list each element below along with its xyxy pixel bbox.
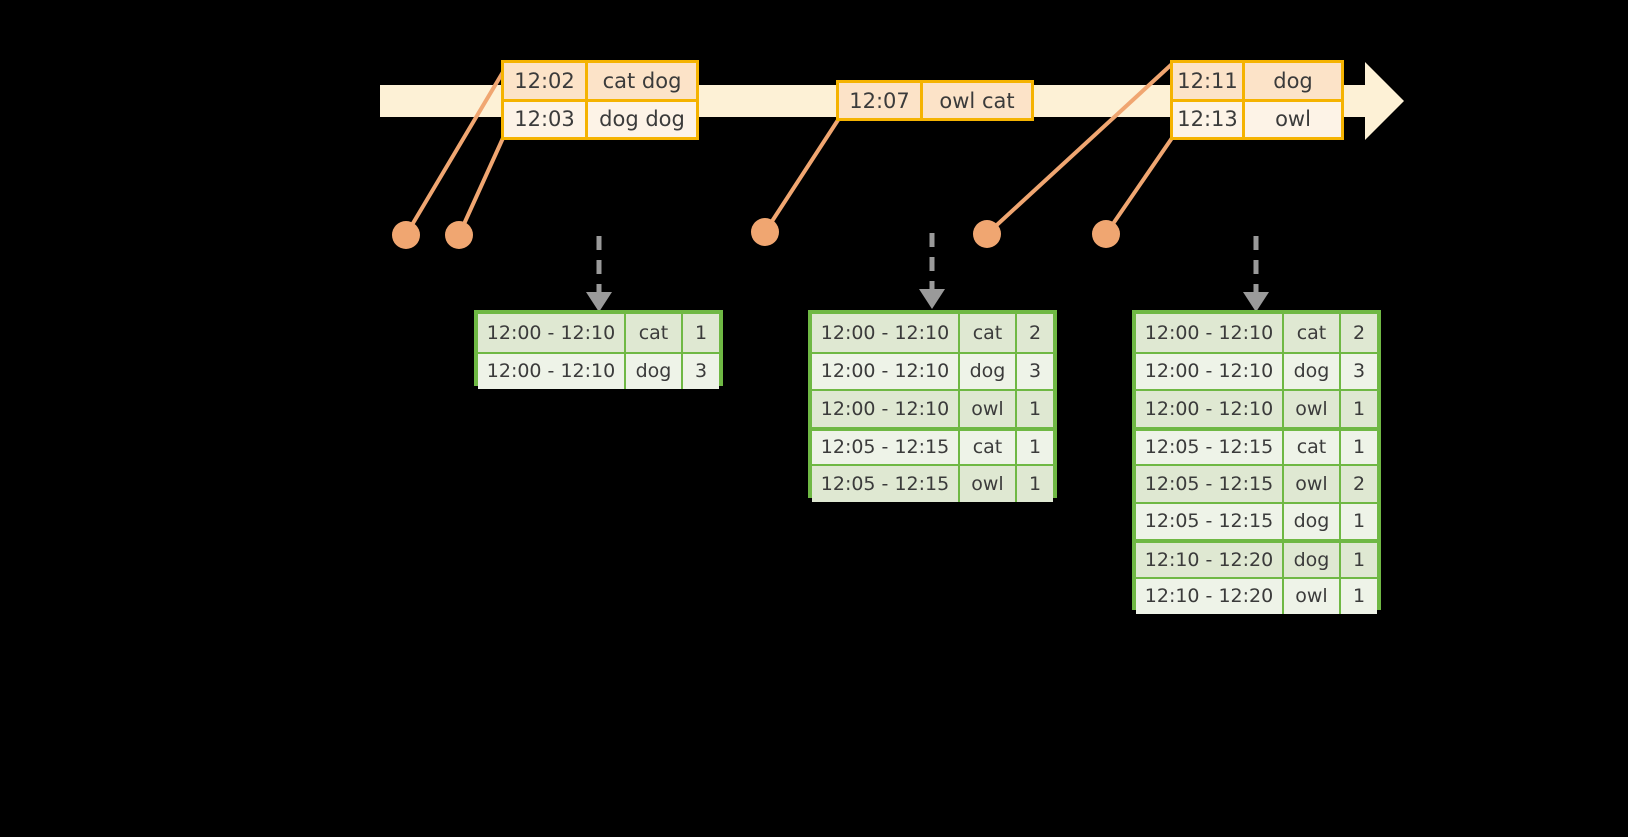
- cell-word: dog: [1284, 353, 1341, 389]
- event-box-2: 12:07 owl cat: [836, 80, 1034, 121]
- cell-window: 12:00 - 12:10: [478, 353, 626, 389]
- cell-count: 2: [1352, 321, 1366, 344]
- cell-count: 1: [1028, 472, 1042, 495]
- table-row: 12:00 - 12:10 owl 1: [1136, 389, 1377, 427]
- cell-word: cat: [626, 314, 683, 352]
- event-words: dog dog: [599, 107, 685, 132]
- table-row: 12:10 - 12:20 dog 1: [1136, 539, 1377, 577]
- cell-count: 1: [1352, 548, 1366, 571]
- cell-count: 2: [1028, 321, 1042, 344]
- table-row: 12:05 - 12:15 cat 1: [1136, 426, 1377, 464]
- event-row: 12:02 cat dog: [504, 63, 696, 99]
- event-dot-4: [973, 220, 1001, 248]
- event-time: 12:03: [504, 101, 588, 137]
- table-row: 12:10 - 12:20 owl 1: [1136, 576, 1377, 614]
- cell-window: 12:00 - 12:10: [812, 353, 960, 389]
- table-row: 12:05 - 12:15 cat 1: [812, 426, 1053, 464]
- cell-word: owl: [1284, 578, 1341, 614]
- table-row: 12:00 - 12:10 dog 3: [1136, 351, 1377, 389]
- cell-window: 12:10 - 12:20: [1136, 543, 1284, 577]
- cell-window: 12:00 - 12:10: [478, 314, 626, 352]
- cell-count: 3: [1028, 360, 1042, 383]
- cell-word: dog: [1284, 543, 1341, 577]
- connector-line-1: [404, 70, 505, 237]
- cell-window: 12:05 - 12:15: [1136, 466, 1284, 502]
- connector-line-3: [763, 118, 840, 234]
- cell-window: 12:00 - 12:10: [1136, 314, 1284, 352]
- table-row: 12:05 - 12:15 owl 1: [812, 464, 1053, 502]
- event-dot-1: [392, 221, 420, 249]
- cell-word: dog: [626, 353, 683, 389]
- cell-word: owl: [1284, 466, 1341, 502]
- table-row: 12:00 - 12:10 cat 1: [478, 314, 719, 352]
- cell-window: 12:05 - 12:15: [812, 466, 960, 502]
- cell-word: dog: [960, 353, 1017, 389]
- cell-window: 12:10 - 12:20: [1136, 578, 1284, 614]
- cell-word: cat: [1284, 430, 1341, 464]
- cell-word: cat: [1284, 314, 1341, 352]
- cell-word: cat: [960, 430, 1017, 464]
- cell-count: 3: [1352, 360, 1366, 383]
- event-words: owl cat: [939, 88, 1015, 113]
- event-dots: [392, 218, 1120, 249]
- table-row: 12:05 - 12:15 dog 1: [1136, 501, 1377, 539]
- event-dot-2: [445, 221, 473, 249]
- event-row: 12:11 dog: [1173, 63, 1341, 99]
- table-row: 12:00 - 12:10 owl 1: [812, 389, 1053, 427]
- cell-word: cat: [960, 314, 1017, 352]
- result-table-2: 12:00 - 12:10 cat 2 12:00 - 12:10 dog 3 …: [808, 310, 1057, 502]
- cell-word: owl: [960, 391, 1017, 427]
- cell-count: 2: [1352, 472, 1366, 495]
- dashed-arrows: [596, 233, 1259, 292]
- cell-window: 12:00 - 12:10: [1136, 391, 1284, 427]
- event-words: owl: [1275, 107, 1311, 132]
- connector-line-2: [457, 136, 505, 237]
- table-row: 12:00 - 12:10 dog 3: [478, 351, 719, 389]
- table-row: 12:00 - 12:10 cat 2: [1136, 314, 1377, 352]
- cell-count: 1: [1352, 436, 1366, 459]
- cell-count: 1: [1352, 585, 1366, 608]
- cell-window: 12:00 - 12:10: [1136, 353, 1284, 389]
- cell-word: dog: [1284, 503, 1341, 539]
- cell-window: 12:05 - 12:15: [812, 430, 960, 464]
- event-words: dog: [1273, 68, 1313, 93]
- cell-word: owl: [960, 466, 1017, 502]
- cell-window: 12:05 - 12:15: [1136, 430, 1284, 464]
- cell-count: 1: [1352, 397, 1366, 420]
- dashed-arrow-heads: [586, 289, 1269, 312]
- event-box-1: 12:02 cat dog 12:03 dog dog: [501, 60, 699, 140]
- cell-count: 3: [694, 360, 708, 383]
- result-table-3: 12:00 - 12:10 cat 2 12:00 - 12:10 dog 3 …: [1132, 310, 1381, 614]
- event-box-3: 12:11 dog 12:13 owl: [1170, 60, 1344, 140]
- event-row: 12:07 owl cat: [839, 83, 1031, 118]
- event-time: 12:07: [839, 83, 923, 118]
- event-time: 12:02: [504, 63, 588, 99]
- cell-count: 1: [1028, 436, 1042, 459]
- table-row: 12:05 - 12:15 owl 2: [1136, 464, 1377, 502]
- event-time: 12:11: [1173, 63, 1245, 99]
- cell-window: 12:05 - 12:15: [1136, 503, 1284, 539]
- event-time: 12:13: [1173, 101, 1245, 137]
- cell-window: 12:00 - 12:10: [812, 391, 960, 427]
- event-dot-3: [751, 218, 779, 246]
- table-row: 12:00 - 12:10 cat 2: [812, 314, 1053, 352]
- cell-window: 12:00 - 12:10: [812, 314, 960, 352]
- event-row: 12:03 dog dog: [504, 98, 696, 137]
- cell-count: 1: [1028, 397, 1042, 420]
- event-dot-5: [1092, 220, 1120, 248]
- result-table-1: 12:00 - 12:10 cat 1 12:00 - 12:10 dog 3: [474, 310, 723, 389]
- event-row: 12:13 owl: [1173, 98, 1341, 137]
- cell-word: owl: [1284, 391, 1341, 427]
- cell-count: 1: [694, 321, 708, 344]
- event-words: cat dog: [602, 68, 682, 93]
- cell-count: 1: [1352, 510, 1366, 533]
- connector-line-5: [1104, 136, 1174, 236]
- table-row: 12:00 - 12:10 dog 3: [812, 351, 1053, 389]
